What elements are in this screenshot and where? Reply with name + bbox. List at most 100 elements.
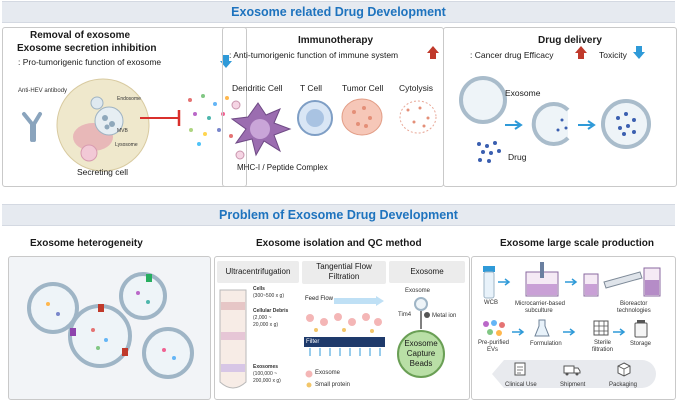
tff-particles-top (306, 313, 382, 333)
debris-label: Cellular Debris (253, 308, 289, 314)
top-section-banner: Exosome related Drug Development (2, 1, 675, 23)
clinical-use-label: Clinical Use (505, 382, 537, 388)
dendritic-cell-icon (230, 100, 292, 160)
filter-flow-arrows (309, 348, 381, 356)
endosome-label: Endosome (117, 96, 141, 102)
production-arrow-1 (498, 278, 511, 286)
removal-title: Removal of exosome (30, 30, 131, 41)
removal-subtitle-inhibition: Exosome secretion inhibition (17, 43, 157, 54)
down-arrow-icon (220, 55, 232, 68)
lysosome-label: Lysosome (115, 142, 138, 148)
toxicity-down-arrow-icon (633, 46, 645, 59)
microcarrier-label-1: Microcarrier-based (515, 301, 566, 307)
dendritic-cell-label: Dendritic Cell (232, 83, 283, 93)
metal-ion-label: Metal ion (432, 313, 457, 319)
tim4-linker-icon (420, 311, 430, 329)
immunotherapy-subtitle: : Anti-tumorigenic function of immune sy… (229, 50, 399, 60)
bioreactor-label-2: technologies (617, 308, 651, 314)
production-arrow-2 (565, 278, 578, 286)
filter-bar: Filter (304, 337, 385, 347)
feed-flow-arrow (334, 296, 384, 306)
t-cell-label: T Cell (300, 83, 323, 93)
delivery-arrow-1 (505, 120, 523, 130)
drug-delivery-efficacy: : Cancer drug Efficacy (470, 50, 554, 60)
ultracentrifugation-header: Ultracentrifugation (217, 261, 299, 283)
tim4-label: Tim4 (398, 312, 412, 318)
exosome-label: Exosome (505, 88, 541, 98)
legend-exosome-dot (305, 370, 313, 378)
loaded-exosome-icon (601, 99, 651, 149)
tumor-cell-icon (341, 98, 383, 136)
mvb-label: MVB (117, 128, 128, 134)
legend-exosome-label: Exosome (315, 370, 341, 376)
pre-purified-label-2: EVs (487, 347, 499, 353)
captured-exosome-icon (414, 297, 428, 311)
delivery-arrow-2 (578, 120, 596, 130)
antibody-label: Anti-HEV antibody (18, 88, 68, 94)
exosomes-g1-label: (100,000 ~ (253, 371, 278, 377)
production-title: Exosome large scale production (500, 238, 654, 249)
up-arrow-icon (427, 46, 439, 59)
exosome-capture-header: Exosome (389, 261, 465, 283)
sterile-filtration-icon (593, 320, 609, 336)
tumor-cell-label: Tumor Cell (342, 83, 384, 93)
bottom-section-title: Problem of Exosome Drug Development (219, 208, 458, 222)
packaging-label: Packaging (609, 382, 638, 388)
return-flow-band (492, 360, 656, 388)
feed-flow-label: Feed Flow (305, 296, 334, 302)
drug-delivery-title: Drug delivery (538, 35, 602, 46)
removal-function-text: : Pro-tumorigenic function of exosome (18, 57, 162, 67)
debris-g2-label: 20,000 x g) (253, 322, 279, 328)
heterogeneity-title: Exosome heterogeneity (30, 238, 143, 249)
secreting-cell-label: Secreting cell (77, 167, 129, 177)
cytolysis-label: Cytolysis (399, 83, 434, 93)
wcb-label: WCB (484, 300, 498, 306)
formulation-icon (534, 319, 550, 337)
mhc-complex-label: MHC-I / Peptide Complex (237, 163, 328, 172)
antibody-icon (22, 112, 42, 142)
wcb-vial-icon (483, 266, 495, 299)
inhibition-symbol (140, 110, 181, 126)
bioreactor-label-1: Bioreactor (620, 301, 648, 307)
cells-g-label: (300~500 x g) (253, 293, 284, 299)
debris-g1-label: (2,000 ~ (253, 315, 272, 321)
shipment-icon (563, 365, 581, 376)
immunotherapy-title: Immunotherapy (298, 35, 374, 46)
production-arrow-4 (563, 328, 576, 336)
exosomes-g2-label: 200,000 x g) (253, 378, 281, 384)
opened-exosome-icon (531, 102, 570, 146)
legend-protein-dot (306, 382, 312, 388)
legend-protein-label: Small protein (315, 382, 351, 388)
microcarrier-label-2: subculture (525, 308, 553, 314)
storage-label: Storage (630, 341, 652, 347)
formulation-label: Formulation (530, 341, 562, 347)
drug-label: Drug (508, 152, 527, 162)
packaging-icon (617, 362, 631, 377)
clinical-use-icon (514, 362, 526, 376)
cells-label: Cells (253, 286, 265, 292)
sterile-label-1: Sterile (594, 340, 612, 346)
toxicity-label: Toxicity (599, 50, 627, 60)
pre-purified-evs-icon (483, 320, 505, 336)
top-section-title: Exosome related Drug Development (231, 5, 446, 19)
cytolysis-icon (399, 100, 437, 134)
storage-icon (634, 320, 648, 338)
t-cell-icon (297, 100, 333, 136)
secreting-cell-icon (56, 78, 150, 172)
heterogeneous-exosomes-icon (27, 272, 194, 379)
shipment-label: Shipment (560, 382, 586, 388)
efficacy-up-arrow-icon (575, 46, 587, 59)
pre-purified-label-1: Pre-purified (478, 340, 510, 346)
released-exosomes-dots (188, 94, 233, 146)
exosomes-label: Exosomes (253, 364, 279, 370)
sterile-label-2: filtration (592, 347, 614, 353)
isolation-title: Exosome isolation and QC method (256, 238, 422, 249)
bottom-section-banner: Problem of Exosome Drug Development (2, 204, 675, 226)
bioreactor-icon (583, 267, 661, 297)
exosome-vesicle-icon (459, 76, 507, 124)
drug-particles-icon (477, 141, 501, 163)
capture-exosome-label: Exosome (405, 288, 431, 294)
centrifuge-tube-icon (219, 289, 247, 389)
